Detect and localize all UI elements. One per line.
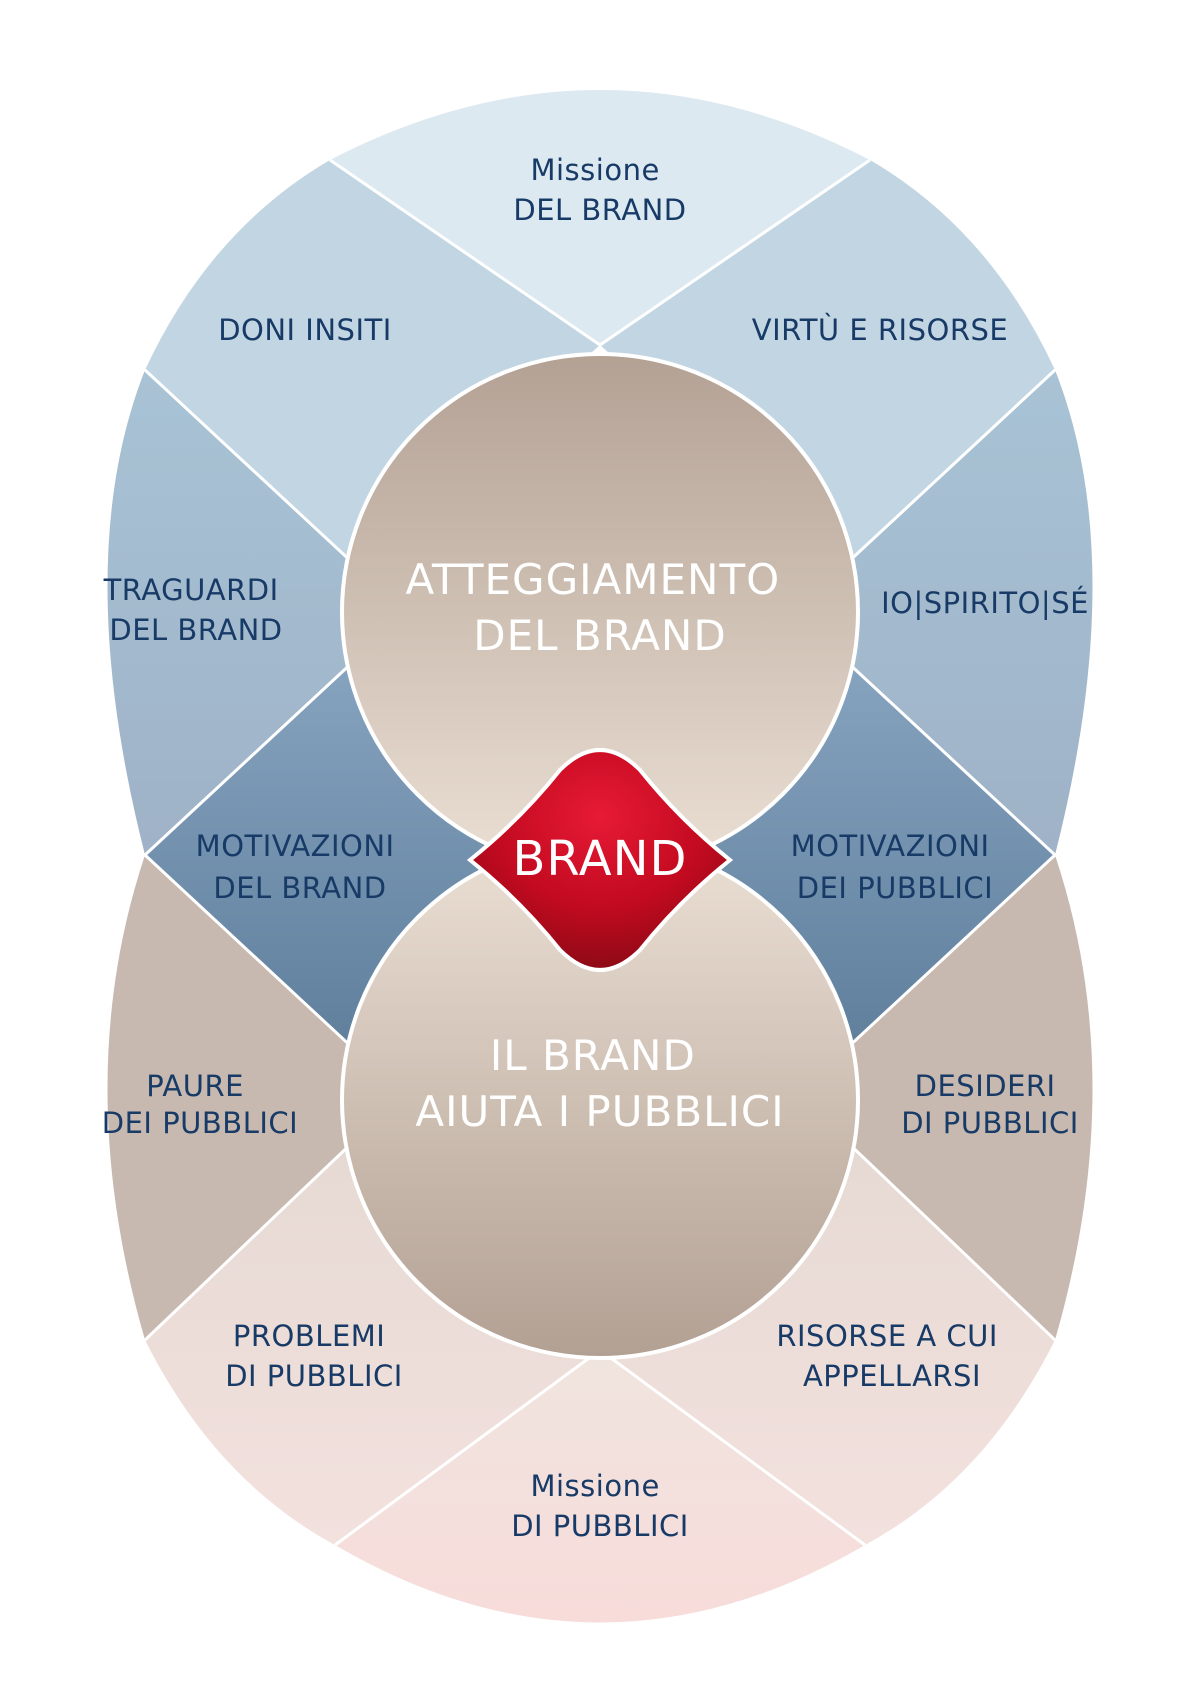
label-right-lower-segment: DESIDERI DI PUBBLICI bbox=[901, 1069, 1079, 1140]
left-lower-segment bbox=[107, 855, 355, 1340]
brand-label: BRAND bbox=[512, 831, 687, 887]
label-mid-left-segment: MOTIVAZIONI DEL BRAND bbox=[196, 829, 405, 905]
mid-right-segment bbox=[600, 660, 1055, 1050]
label-top-circle: ATTEGGIAMENTO DEL BRAND bbox=[405, 555, 794, 660]
label-bottom-left-segment: PROBLEMI DI PUBBLICI bbox=[225, 1319, 403, 1393]
label-right-upper-segment: IO|SPIRITO|SÉ bbox=[881, 586, 1089, 620]
right-lower-segment bbox=[845, 855, 1093, 1340]
label-mid-right-segment: MOTIVAZIONI DEI PUBBLICI bbox=[791, 829, 1000, 905]
brand-shape bbox=[466, 748, 734, 972]
bottom-segment bbox=[335, 1350, 865, 1623]
label-left-upper-segment: TRAGUARDI DEL BRAND bbox=[103, 573, 289, 647]
mid-left-segment bbox=[145, 660, 600, 1050]
label-left-lower-segment: PAURE DEI PUBBLICI bbox=[102, 1069, 298, 1140]
right-upper-segment bbox=[845, 370, 1093, 855]
upper-outer-shape bbox=[107, 90, 1093, 855]
bottom-left-segment bbox=[145, 1140, 600, 1545]
divider-lines bbox=[143, 158, 1057, 1547]
top-left-segment bbox=[145, 160, 600, 565]
label-top-right-segment: VIRTÙ E RISORSE bbox=[752, 313, 1008, 347]
lower-outer-shape bbox=[107, 855, 1093, 1623]
label-bottom-circle: IL BRAND AIUTA I PUBBLICI bbox=[415, 1031, 784, 1136]
label-top-segment: Missione DEL BRAND bbox=[513, 153, 686, 227]
label-top-left-segment: DONI INSITI bbox=[218, 313, 392, 347]
bottom-right-segment bbox=[600, 1140, 1055, 1545]
top-right-segment bbox=[600, 160, 1055, 565]
top-segment bbox=[330, 90, 870, 345]
label-bottom-segment: Missione DI PUBBLICI bbox=[511, 1469, 689, 1543]
label-bottom-right-segment: RISORSE A CUI APPELLARSI bbox=[776, 1319, 1007, 1393]
left-upper-segment bbox=[107, 370, 355, 855]
